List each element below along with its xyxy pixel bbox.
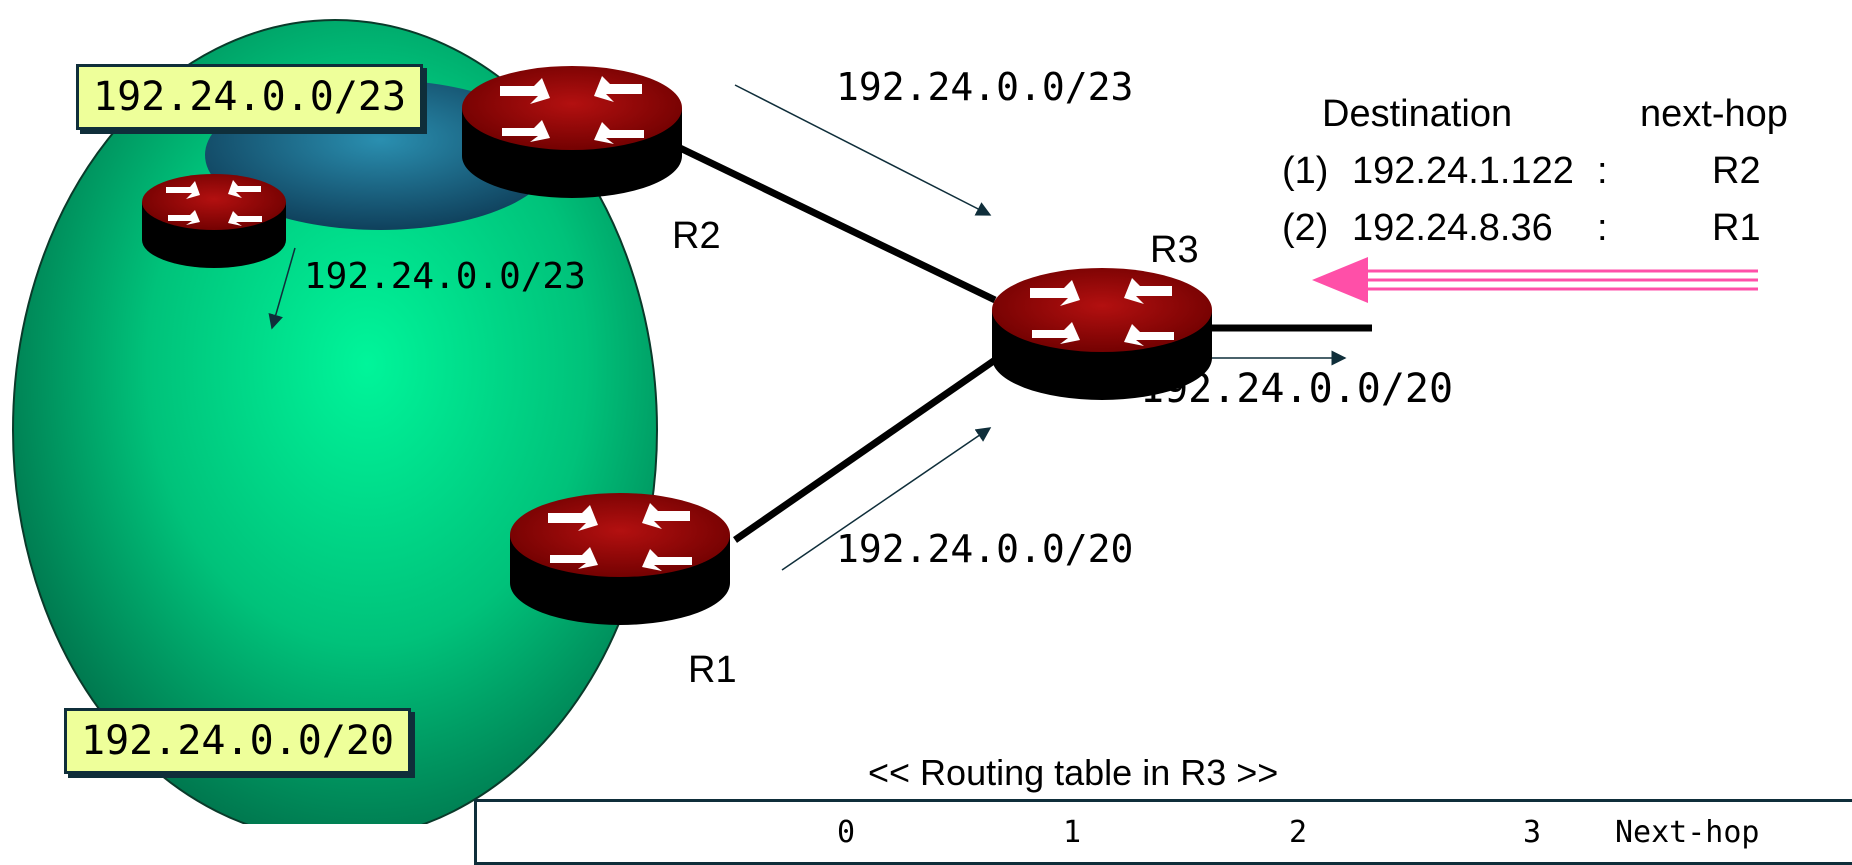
routing-table: 0 1 2 3 Next-hop (474, 799, 1852, 865)
lookup-header-nexthop: next-hop (1640, 93, 1788, 135)
routing-table-col: 1 (1063, 815, 1082, 850)
lookup-row-index: (1) (1282, 150, 1328, 192)
lookup-header-destination: Destination (1322, 93, 1512, 135)
lookup-row-index: (2) (1282, 207, 1328, 249)
r2-advert-label: 192.24.0.0/23 (836, 65, 1133, 109)
routing-table-col: 0 (837, 815, 856, 850)
r3-advert-label: 192.24.0.0/20 (1140, 366, 1453, 412)
routing-table-title: << Routing table in R3 >> (868, 752, 1279, 793)
incoming-packet-arrow (1312, 257, 1758, 303)
lookup-row-destination: 192.24.8.36 (1352, 207, 1553, 249)
r1-advert-label: 192.24.0.0/20 (836, 527, 1133, 571)
arrow-inner-route (268, 247, 296, 330)
routing-table-col: 3 (1523, 815, 1542, 850)
router-r1-label: R1 (688, 649, 737, 691)
outer-network-label: 192.24.0.0/20 (64, 708, 412, 774)
router-r1-icon[interactable] (510, 493, 730, 625)
link-r2-r3 (678, 144, 997, 304)
network-diagram: R2 R3 R1 192.24.0.0/23 192.24.0.0/23 192… (12, 19, 1788, 824)
lookup-row-sep: : (1597, 150, 1608, 192)
lookup-row-sep: : (1597, 207, 1608, 249)
router-small-icon[interactable] (142, 174, 286, 268)
lookup-row-destination: 192.24.1.122 (1352, 150, 1574, 192)
inner-network-label: 192.24.0.0/23 (76, 64, 424, 130)
lookup-row-nexthop: R1 (1712, 207, 1761, 249)
link-r1-r3 (733, 357, 997, 543)
router-r2-label: R2 (672, 215, 721, 257)
router-r3-icon[interactable] (992, 268, 1212, 400)
router-r3-label: R3 (1150, 229, 1199, 271)
routing-table-col-nexthop: Next-hop (1615, 815, 1760, 850)
lookup-row-nexthop: R2 (1712, 150, 1761, 192)
arrow-r1-advert (781, 427, 992, 571)
routing-table-col: 2 (1289, 815, 1308, 850)
inner-route-label: 192.24.0.0/23 (304, 256, 586, 297)
router-r2-icon[interactable] (462, 66, 682, 198)
arrow-r2-advert (734, 84, 992, 216)
